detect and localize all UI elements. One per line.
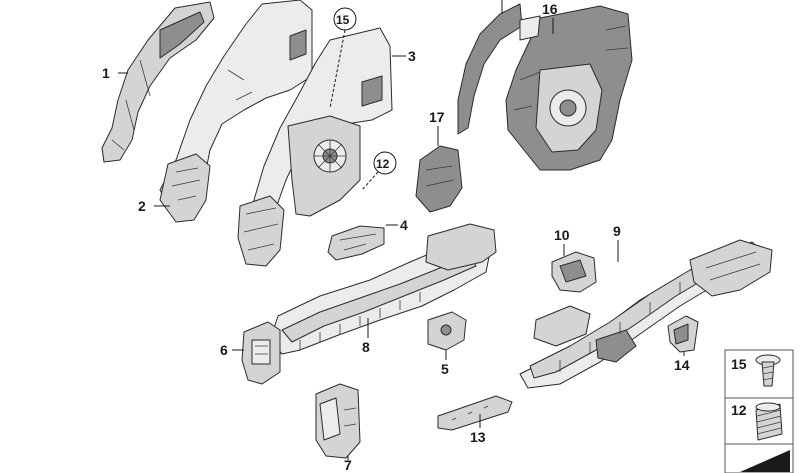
label-16: 16 <box>542 1 558 17</box>
part-7-lower-bracket: 7 <box>315 383 361 473</box>
part-6-end-bracket: 6 <box>220 321 281 385</box>
label-6: 6 <box>220 342 228 358</box>
part-14-angle-bracket: 14 <box>667 315 699 373</box>
label-13: 13 <box>470 429 486 445</box>
label-10: 10 <box>554 227 570 243</box>
part-2-side-panel: 2 <box>138 0 313 223</box>
threaded-insert-icon <box>755 402 783 441</box>
part-4-bracket: 4 <box>327 217 408 261</box>
label-9: 9 <box>613 223 621 239</box>
label-7: 7 <box>344 457 352 473</box>
part-3-inner-panel: 3 <box>237 27 416 267</box>
label-4: 4 <box>400 217 408 233</box>
callout-12: 12 <box>361 151 397 191</box>
label-8: 8 <box>362 339 370 355</box>
svg-text:15: 15 <box>336 13 350 27</box>
part-13-strip: 13 <box>437 395 513 445</box>
callout-15: 15 <box>329 7 357 109</box>
part-5-mount: 5 <box>427 311 467 377</box>
wedge-icon <box>740 450 790 472</box>
label-1: 1 <box>102 65 110 81</box>
label-3: 3 <box>408 48 416 64</box>
legend-label-15: 15 <box>731 356 747 372</box>
screw-icon <box>755 354 781 387</box>
part-9-frame-rail: 9 <box>519 223 773 389</box>
label-17: 17 <box>429 109 445 125</box>
legend-label-12: 12 <box>731 402 747 418</box>
part-8-side-rail: 8 <box>269 223 497 355</box>
part-10-cover: 10 <box>551 227 597 293</box>
label-14: 14 <box>674 357 690 373</box>
svg-text:12: 12 <box>376 157 390 171</box>
label-5: 5 <box>441 361 449 377</box>
part-17-bracket: 17 <box>415 109 463 213</box>
part-1-wheel-arch-panel: 1 <box>101 1 215 163</box>
part-16-wheelhouse: 16 <box>505 1 633 171</box>
fastener-legend: 15 12 <box>724 349 794 473</box>
label-2: 2 <box>138 198 146 214</box>
